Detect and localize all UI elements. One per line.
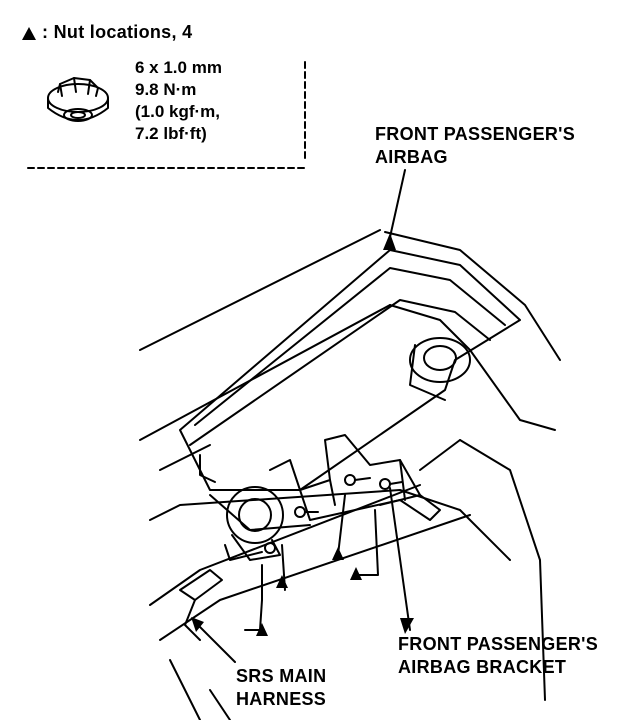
triangle-nut-marker-icon xyxy=(22,27,36,40)
dashboard-outline xyxy=(139,229,561,720)
nut-spec-size: 6 x 1.0 mm xyxy=(135,58,222,77)
harness-arrow-icon xyxy=(191,617,204,632)
nut-spec-torque-kgfm: (1.0 kgf·m, xyxy=(135,102,221,121)
nut-spec-torque-nm: 9.8 N·m xyxy=(135,80,197,99)
srs-connector xyxy=(179,486,284,641)
airbag-bracket xyxy=(209,434,441,531)
nut-pointer-left xyxy=(244,599,263,631)
nut-spec-torque-lbfft: 7.2 lbf·ft) xyxy=(135,124,207,143)
nut-marker-icon xyxy=(350,567,362,580)
flange-nut-icon xyxy=(47,77,109,122)
bracket-callout-line2: AIRBAG BRACKET xyxy=(398,657,567,677)
bolt-group xyxy=(264,474,403,554)
airbag-callout-line1: FRONT PASSENGER'S xyxy=(375,124,576,144)
nut-marker-icon xyxy=(256,623,268,636)
harness-callout-line2: HARNESS xyxy=(236,689,327,709)
bracket-arrow-icon xyxy=(400,618,414,634)
nut-marker-icon xyxy=(276,575,288,588)
legend-title: : Nut locations, 4 xyxy=(42,22,193,42)
airbag-callout-line2: AIRBAG xyxy=(375,147,448,167)
harness-callout-line1: SRS MAIN xyxy=(236,666,327,686)
bracket-leader-line xyxy=(389,487,411,631)
airbag-module xyxy=(179,249,521,491)
airbag-arrow-icon xyxy=(383,233,396,250)
nut-marker-icon xyxy=(332,547,344,560)
bracket-callout-line1: FRONT PASSENGER'S xyxy=(398,634,599,654)
harness-leader-line xyxy=(194,621,236,663)
airbag-leader-line xyxy=(387,169,406,247)
